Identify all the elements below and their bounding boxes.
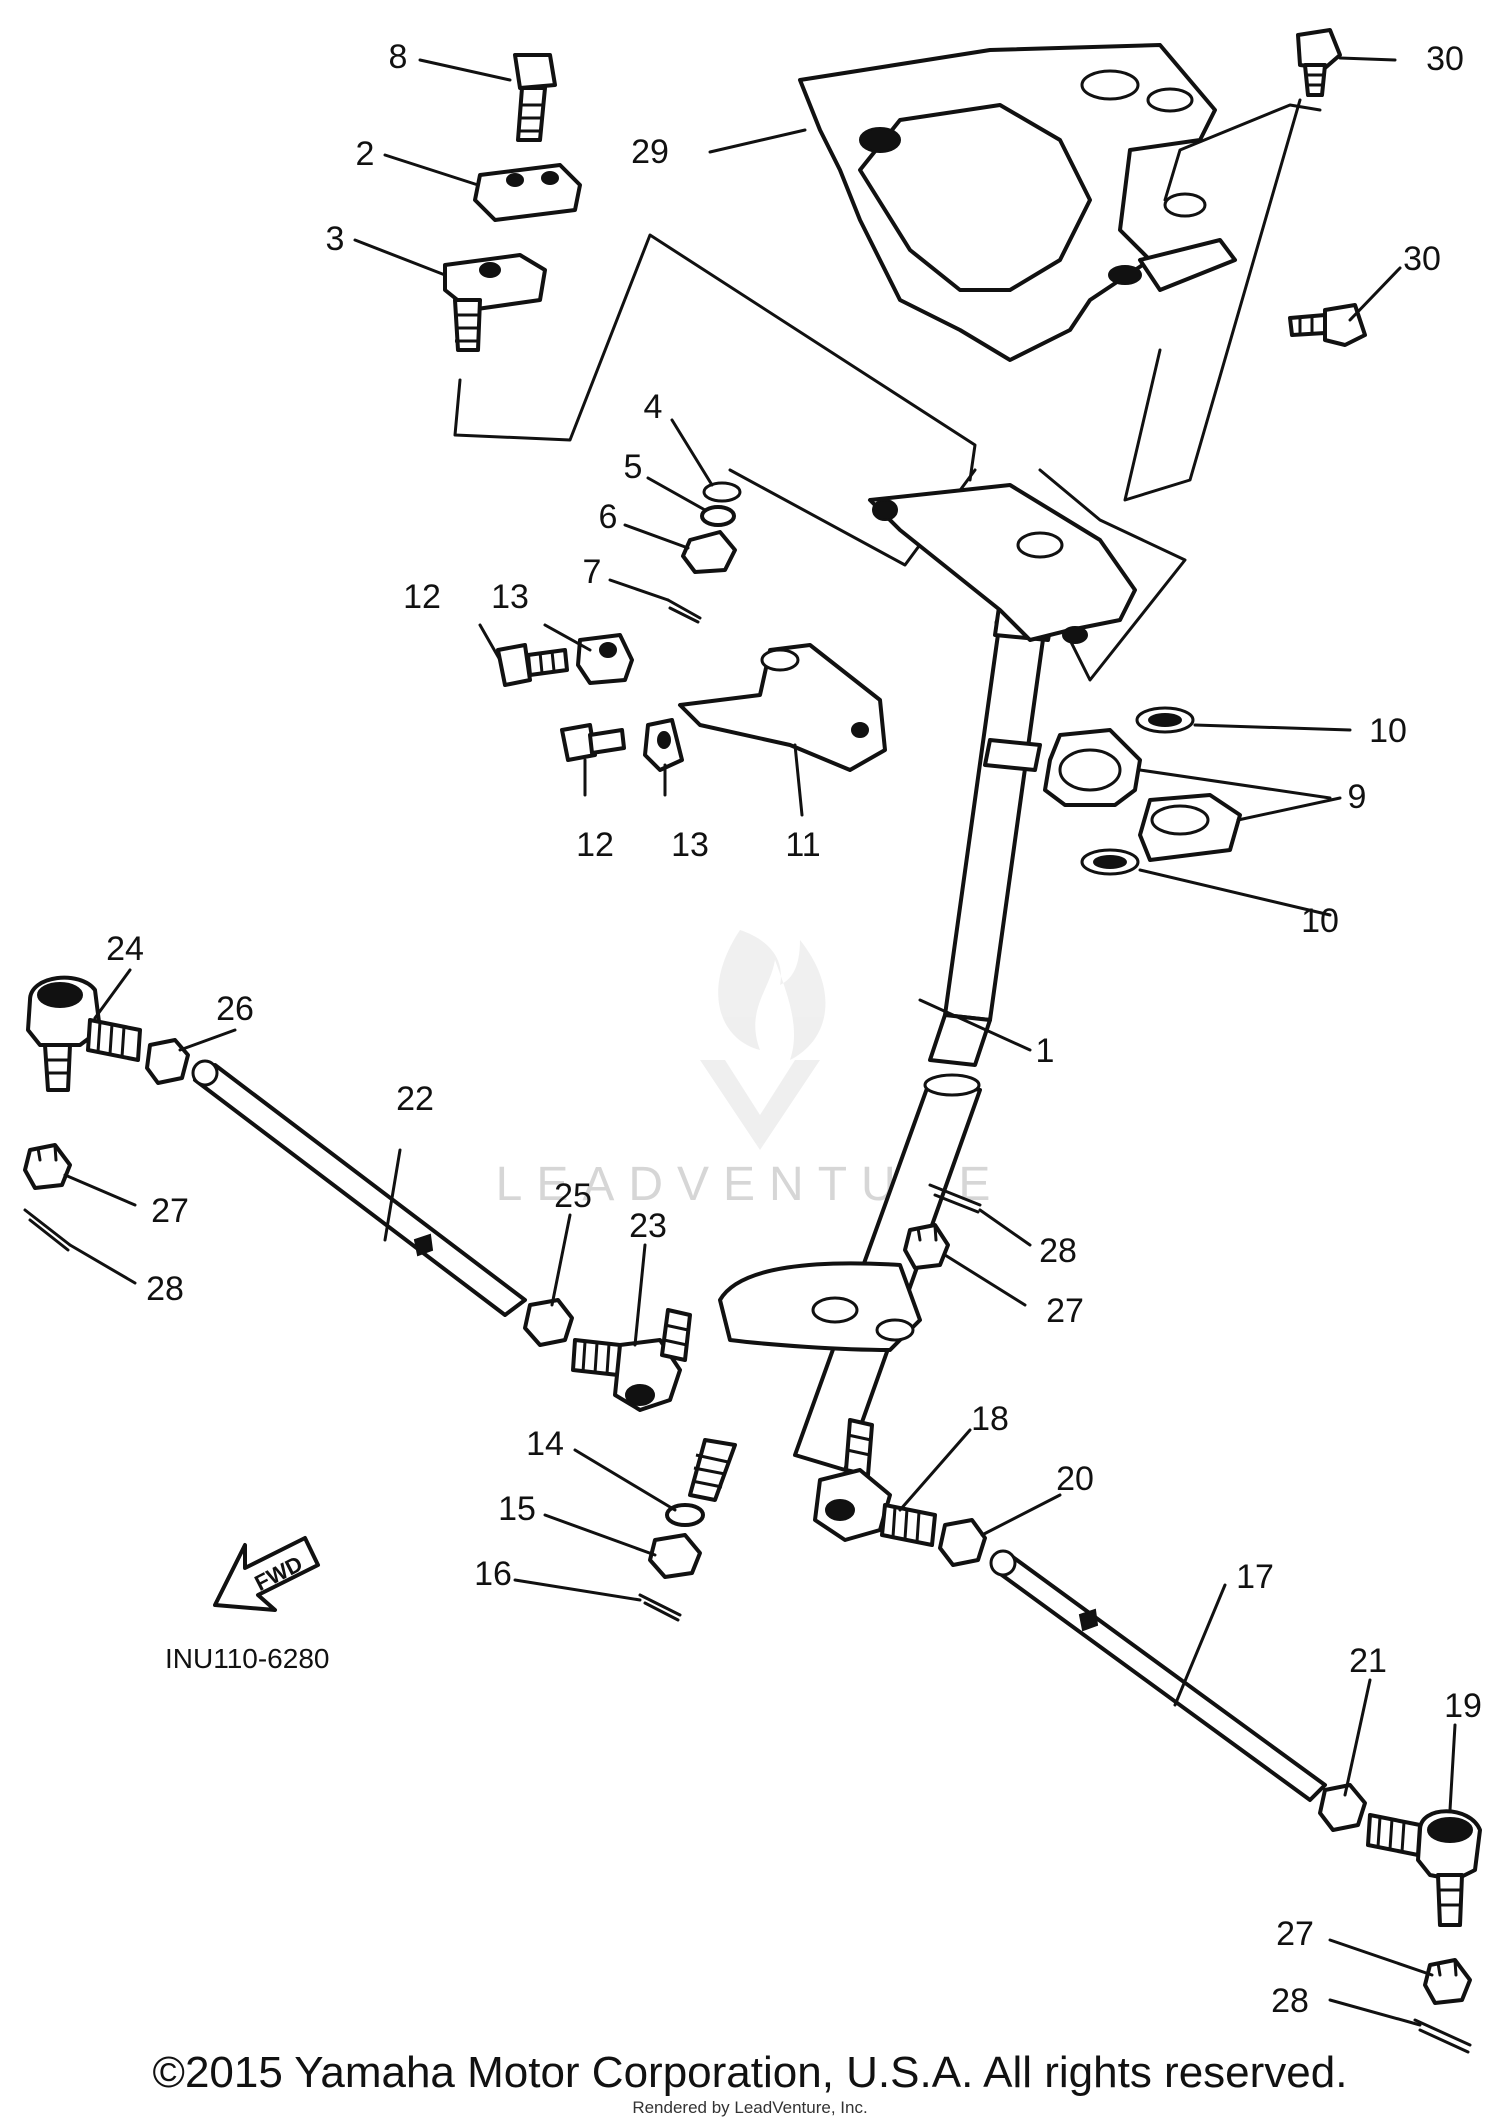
nut-21 bbox=[1318, 1783, 1367, 1832]
bushing-9-upper bbox=[1043, 728, 1142, 807]
callout-4: 4 bbox=[644, 388, 663, 426]
callout-28-right: 28 bbox=[1271, 1982, 1309, 2020]
callout-27-left: 27 bbox=[151, 1192, 189, 1230]
cotter-pin-16 bbox=[638, 1593, 682, 1622]
castle-nut-27-right bbox=[1423, 1958, 1472, 2005]
tie-rod-22 bbox=[191, 1059, 527, 1317]
callout-16: 16 bbox=[474, 1555, 512, 1593]
nut-6 bbox=[681, 530, 737, 574]
callout-11: 11 bbox=[785, 826, 820, 864]
callout-15: 15 bbox=[498, 1490, 536, 1528]
diagram-code: INU110-6280 bbox=[165, 1643, 329, 1674]
callout-28-center: 28 bbox=[1039, 1232, 1077, 1270]
watermark-logo bbox=[700, 930, 826, 1150]
callout-9: 9 bbox=[1348, 778, 1367, 816]
callout-7: 7 bbox=[583, 553, 602, 591]
callout-10-upper: 10 bbox=[1369, 712, 1407, 750]
callout-21: 21 bbox=[1349, 1642, 1387, 1680]
assembly-guide-lines bbox=[453, 98, 1322, 682]
handlebar-holder-upper-2 bbox=[473, 163, 582, 222]
callout-25: 25 bbox=[554, 1177, 592, 1215]
castle-nut-27-center bbox=[903, 1223, 950, 1270]
callout-14: 14 bbox=[526, 1425, 564, 1463]
callout-12-lower: 12 bbox=[576, 826, 614, 864]
leader-lines bbox=[63, 56, 1457, 2027]
nut-26 bbox=[145, 1038, 190, 1085]
callout-27-center: 27 bbox=[1046, 1292, 1084, 1330]
cotter-pin-28-center bbox=[928, 1183, 982, 1214]
callout-labels: 8 2 3 29 30 30 4 5 6 7 12 13 12 13 11 10… bbox=[106, 38, 1482, 2020]
nut-15 bbox=[648, 1533, 702, 1579]
handlebar-bracket-29 bbox=[798, 43, 1237, 362]
cotter-pin-7 bbox=[666, 598, 702, 624]
bolt-8 bbox=[513, 53, 557, 142]
callout-24: 24 bbox=[106, 930, 144, 968]
clamp-13-upper bbox=[576, 633, 634, 685]
copyright-notice: ©2015 Yamaha Motor Corporation, U.S.A. A… bbox=[152, 2048, 1348, 2097]
callout-22: 22 bbox=[396, 1080, 434, 1118]
callout-2: 2 bbox=[356, 135, 375, 173]
washer-10-upper bbox=[1135, 706, 1195, 734]
tie-rod-end-18 bbox=[813, 1418, 937, 1547]
callout-30-upper: 30 bbox=[1426, 40, 1464, 78]
handlebar-holder-lower-3 bbox=[443, 253, 547, 352]
cotter-pin-28-right bbox=[1413, 2018, 1472, 2054]
cotter-pin-28-left bbox=[23, 1208, 72, 1252]
tie-rod-end-24 bbox=[26, 975, 142, 1092]
fwd-arrow: FWD bbox=[213, 1536, 320, 1612]
nut-25 bbox=[523, 1298, 574, 1347]
callout-28-left: 28 bbox=[146, 1270, 184, 1308]
rendered-by-notice: Rendered by LeadVenture, Inc. bbox=[632, 2098, 868, 2117]
washer-5 bbox=[700, 505, 736, 527]
bolt-30-lower bbox=[1288, 303, 1367, 347]
washer-10-lower bbox=[1080, 848, 1140, 876]
upper-shaft-bracket bbox=[868, 483, 1137, 644]
callout-23: 23 bbox=[629, 1207, 667, 1245]
washer-4 bbox=[702, 481, 742, 503]
callout-3: 3 bbox=[326, 220, 345, 258]
callout-1: 1 bbox=[1036, 1032, 1055, 1070]
callout-18: 18 bbox=[971, 1400, 1009, 1438]
callout-17: 17 bbox=[1236, 1558, 1274, 1596]
bolt-30-upper bbox=[1296, 28, 1342, 97]
callout-12-upper: 12 bbox=[403, 578, 441, 616]
castle-nut-27-left bbox=[23, 1143, 72, 1190]
tie-rod-end-23 bbox=[571, 1308, 692, 1412]
callout-30-lower: 30 bbox=[1403, 240, 1441, 278]
callout-13-lower: 13 bbox=[671, 826, 709, 864]
clamp-13-lower bbox=[643, 718, 684, 772]
callout-19: 19 bbox=[1444, 1687, 1482, 1725]
callout-27-right: 27 bbox=[1276, 1915, 1314, 1953]
callout-10-lower: 10 bbox=[1301, 902, 1339, 940]
callout-13-upper: 13 bbox=[491, 578, 529, 616]
steering-shaft-1 bbox=[688, 598, 1057, 1502]
bushing-9-lower bbox=[1138, 793, 1242, 862]
nut-20 bbox=[938, 1518, 987, 1567]
callout-26: 26 bbox=[216, 990, 254, 1028]
callout-6: 6 bbox=[599, 498, 618, 536]
tie-rod-end-19 bbox=[1366, 1809, 1482, 1927]
bolt-12-upper bbox=[496, 643, 569, 687]
callout-20: 20 bbox=[1056, 1460, 1094, 1498]
callout-5: 5 bbox=[624, 448, 643, 486]
shaft-holder-11 bbox=[678, 643, 887, 772]
tie-rod-17 bbox=[989, 1549, 1327, 1802]
callout-29: 29 bbox=[631, 133, 669, 171]
callout-8: 8 bbox=[389, 38, 408, 76]
bolt-12-lower bbox=[560, 723, 626, 762]
